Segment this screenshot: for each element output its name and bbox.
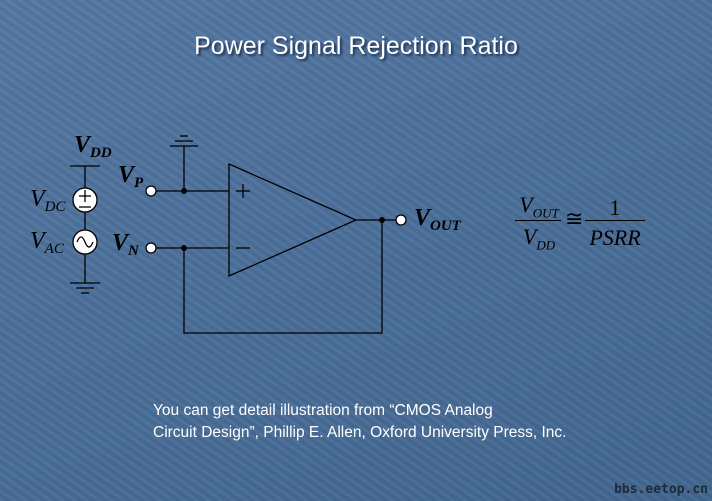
vdd-label: VDD <box>74 132 112 161</box>
ground-icon <box>70 282 100 294</box>
vn-terminal <box>145 242 157 254</box>
reference-line-1: You can get detail illustration from “CM… <box>153 402 493 419</box>
vp-terminal <box>145 185 157 197</box>
vac-label: VAC <box>30 228 64 257</box>
vdc-label: VDC <box>30 186 66 215</box>
watermark: bbs.eetop.cn <box>614 482 708 497</box>
vp-label: VP <box>118 162 144 191</box>
slide-title: Power Signal Rejection Ratio <box>194 32 518 60</box>
ac-ground-icon <box>170 135 198 147</box>
opamp-triangle <box>228 163 358 277</box>
vout-label: VOUT <box>414 205 461 234</box>
vn-label: VN <box>112 230 139 259</box>
vout-terminal <box>395 214 407 226</box>
reference-note: You can get detail illustration from “CM… <box>153 400 566 444</box>
supply-source <box>70 165 100 294</box>
reference-line-2: Circuit Design”, Phillip E. Allen, Oxfor… <box>153 424 567 441</box>
